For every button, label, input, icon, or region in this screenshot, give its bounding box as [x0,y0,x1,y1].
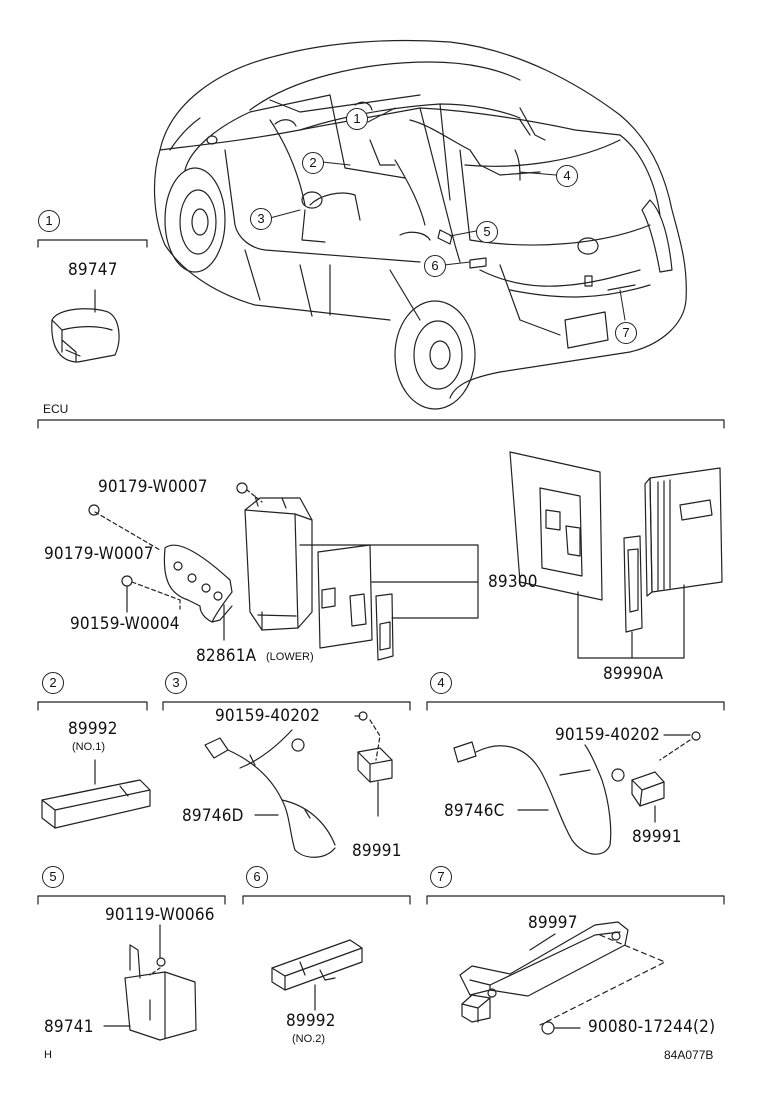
part-number-89991-sec4[interactable]: 89991 [632,827,682,847]
vehicle-illustration [153,39,687,410]
part-number-89991-sec3[interactable]: 89991 [352,841,402,861]
callout-6: 6 [424,255,446,277]
part-89997-handle-illustration [459,921,666,1026]
footer-mark: H [44,1049,52,1061]
part-number-89990a[interactable]: 89990A [603,664,664,684]
part-number-90179-w0007-mid[interactable]: 90179-W0007 [44,544,154,564]
part-number-82861a[interactable]: 82861A [196,646,257,666]
section-5-marker: 5 [42,866,64,888]
part-number-90119-w0066[interactable]: 90119-W0066 [105,905,215,925]
part-number-90080-17244[interactable]: 90080-17244(2) [588,1017,716,1037]
section-3-marker: 3 [165,672,187,694]
part-89992-no2-illustration [271,939,363,991]
callout-4: 4 [556,165,578,187]
part-number-90159-40202-sec4[interactable]: 90159-40202 [555,725,661,745]
part-number-89746c[interactable]: 89746C [444,801,505,821]
ecu-illustration [88,451,723,661]
section-ecu-label: ECU [43,402,69,416]
part-note-89992-no1: (NO.1) [72,741,105,753]
part-89991-b-illustration [631,771,665,807]
callout-2: 2 [302,152,324,174]
section-2-marker: 2 [42,672,64,694]
part-89991-a-illustration [357,747,393,783]
callout-5: 5 [476,221,498,243]
part-number-89992-no2[interactable]: 89992 [286,1011,336,1031]
part-note-82861a-lower: (LOWER) [266,651,314,663]
section-7-marker: 7 [430,866,452,888]
callout-3: 3 [250,208,272,230]
part-89992-no1-illustration [41,779,151,829]
part-number-90159-40202-sec3[interactable]: 90159-40202 [215,706,321,726]
section-4-marker: 4 [430,672,452,694]
part-note-89992-no2: (NO.2) [292,1033,325,1045]
part-number-89997[interactable]: 89997 [528,913,578,933]
callout-1: 1 [346,108,368,130]
part-number-89300[interactable]: 89300 [488,572,538,592]
part-number-89992-no1[interactable]: 89992 [68,719,118,739]
part-number-89746d[interactable]: 89746D [182,806,244,826]
part-89747-illustration [51,308,120,363]
part-89746c-harness-illustration [453,741,625,855]
part-number-89741[interactable]: 89741 [44,1017,94,1037]
part-number-90159-w0004[interactable]: 90159-W0004 [70,614,180,634]
part-number-90179-w0007-top[interactable]: 90179-W0007 [98,477,208,497]
part-89741-illustration [124,944,197,1041]
illustration-code: 84A077B [664,1048,714,1062]
section-6-marker: 6 [246,866,268,888]
callout-7: 7 [615,322,637,344]
section-1-marker: 1 [38,210,60,232]
part-89746d-harness-illustration [204,729,336,858]
part-number-89747[interactable]: 89747 [68,260,118,280]
